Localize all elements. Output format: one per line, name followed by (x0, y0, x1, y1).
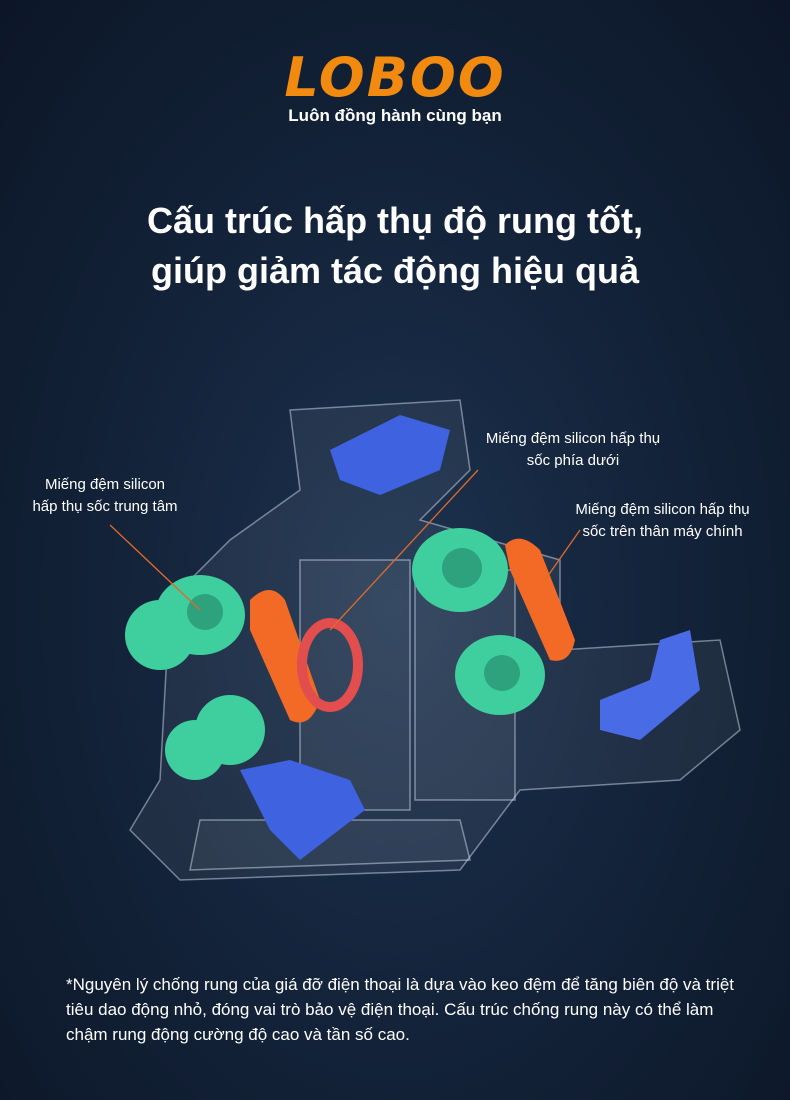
headline: Cấu trúc hấp thụ độ rung tốt, giúp giảm … (0, 196, 790, 296)
callout-center: Miếng đệm silicon hấp thụ sốc trung tâm (10, 474, 200, 518)
red-ring (297, 618, 363, 712)
callout-body-line2: sốc trên thân máy chính (582, 523, 743, 540)
callout-lines (109, 469, 581, 631)
callout-center-line2: hấp thụ sốc trung tâm (32, 498, 178, 515)
product-illustration (109, 399, 741, 881)
callout-bottom-line1: Miếng đệm silicon hấp thụ (485, 430, 661, 447)
callout-body-line1: Miếng đệm silicon hấp thụ (575, 501, 750, 518)
callout-body: Miếng đệm silicon hấp thụ sốc trên thân … (555, 499, 770, 543)
footnote: *Nguyên lý chống rung của giá đỡ điện th… (66, 975, 735, 1044)
callout-bottom: Miếng đệm silicon hấp thụ sốc phía dưới (468, 428, 678, 472)
blue-clip-right (600, 630, 700, 740)
brand-logo: LOBOO Luôn đồng hành cùng bạn (0, 46, 790, 126)
tagline: Luôn đồng hành cùng bạn (288, 106, 502, 125)
callout-center-line1: Miếng đệm silicon (44, 476, 166, 493)
headline-line2: giúp giảm tác động hiệu quả (150, 250, 639, 291)
headline-line1: Cấu trúc hấp thụ độ rung tốt, (147, 200, 643, 241)
blue-clip-top (330, 415, 450, 495)
callout-bottom-line2: sốc phía dưới (526, 452, 620, 469)
logo-text: LOBOO (284, 46, 506, 109)
blue-clip-left (240, 760, 365, 860)
